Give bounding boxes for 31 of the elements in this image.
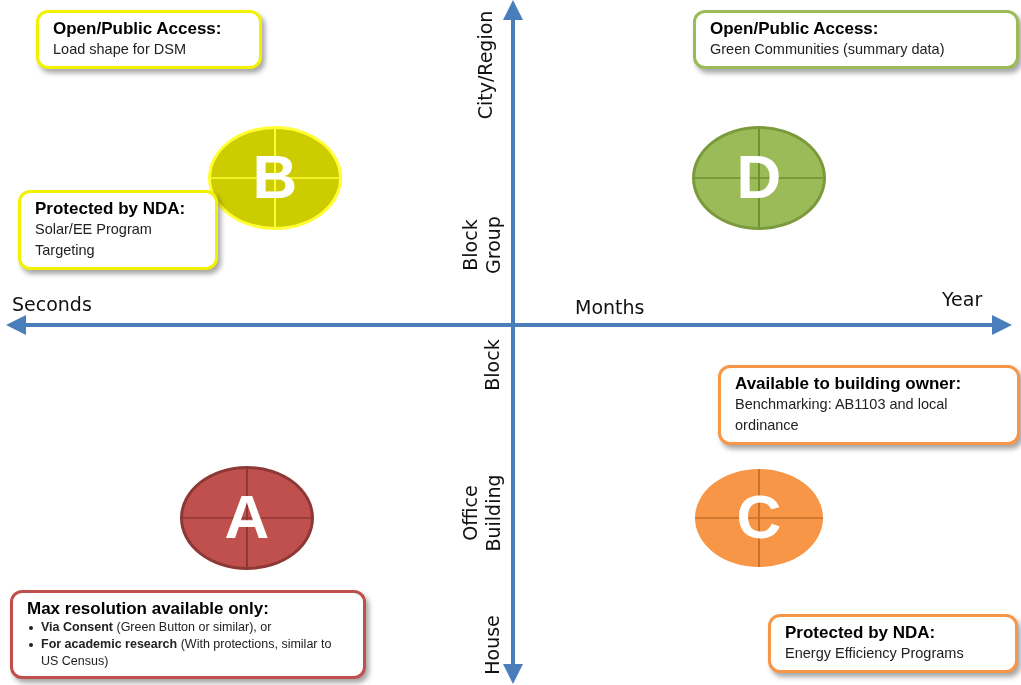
info-card <box>768 614 1018 673</box>
axis-label: Months <box>575 296 645 318</box>
axis-label: City/Region <box>472 9 497 122</box>
card-text: Load shape for DSM <box>53 40 187 59</box>
card-heading: Available to building owner: <box>735 374 963 394</box>
card-text: Green Communities (summary data) <box>710 40 946 59</box>
quadrant-letter: A <box>224 481 270 553</box>
card-heading: Open/Public Access: <box>710 19 880 39</box>
bullet-item: Via Consent (Green Button or similar), or <box>27 619 351 636</box>
info-card <box>18 190 218 271</box>
quadrant-letter: C <box>736 481 782 553</box>
card-heading: Protected by NDA: <box>785 623 937 643</box>
card-text: Benchmarking: AB1103 and local ordinance <box>735 395 949 435</box>
info-card <box>718 365 1020 446</box>
axis-label: House <box>479 614 504 677</box>
axis-label: Block Group <box>458 215 505 276</box>
quadrant-letter: B <box>252 141 298 213</box>
axis-label: Block <box>479 338 504 393</box>
bullet-item: For academic research (With protections, similar to US Census) <box>27 635 351 670</box>
info-card <box>10 590 366 679</box>
card-heading: Protected by NDA: <box>35 199 187 219</box>
axis-label: Office Building <box>458 473 505 554</box>
axis-label: Year <box>942 288 983 310</box>
info-card <box>36 10 262 69</box>
info-card <box>693 10 1019 69</box>
card-text: Energy Efficiency Programs <box>785 644 965 663</box>
card-heading: Max resolution available only: <box>27 599 270 619</box>
quadrant-letter: D <box>736 141 782 213</box>
axis-label: Seconds <box>12 293 92 315</box>
card-heading: Open/Public Access: <box>53 19 223 39</box>
card-text: Solar/EE Program Targeting <box>35 220 153 260</box>
